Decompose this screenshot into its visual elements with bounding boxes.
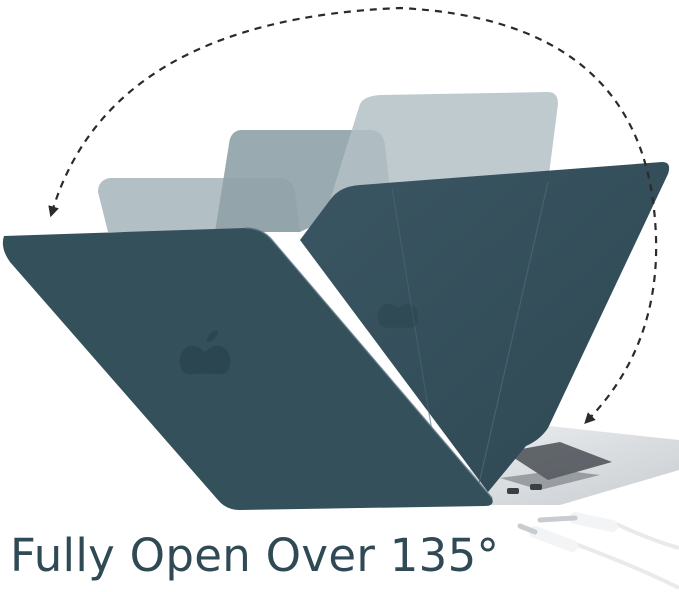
ghost-screen-tall xyxy=(330,92,558,200)
usb-c-cables xyxy=(517,512,679,590)
caption-headline: Fully Open Over 135° xyxy=(10,529,500,582)
